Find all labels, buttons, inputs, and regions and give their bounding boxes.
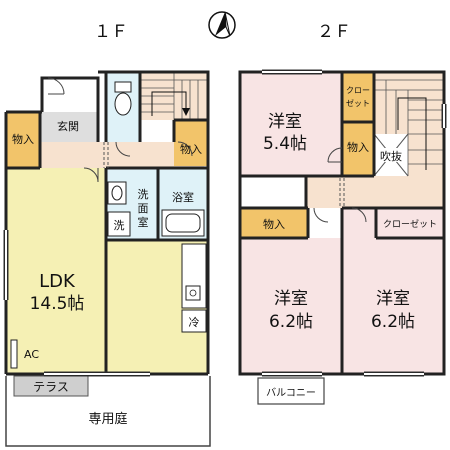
room-c-nook: [342, 208, 376, 238]
ac-unit-icon: [10, 339, 18, 369]
room-b-label: 洋室: [274, 289, 308, 309]
floor-label-2f: ２Ｆ: [317, 22, 351, 42]
entrance-step-area: [42, 78, 98, 112]
void-label: 吹抜: [380, 149, 402, 163]
storage-left-2f-label: 物入: [263, 217, 285, 231]
north-compass-icon: [208, 11, 236, 39]
balcony: [257, 377, 325, 405]
private-garden: [5, 376, 211, 447]
stairs-treads-1f: [140, 72, 208, 120]
sink-icon: [107, 181, 127, 205]
storage-right-1f-label: 物入: [180, 142, 202, 156]
storage-left-1f: [6, 112, 40, 168]
ac-label: AC: [24, 348, 39, 361]
floor-label-1f: １Ｆ: [94, 22, 128, 42]
floor-1f: 洗 洗 面 室 浴室 冷 AC 玄関 物入 物入 LDK: [3, 70, 211, 447]
washer-icon: [107, 211, 131, 237]
ldk-size: 14.5帖: [30, 294, 85, 314]
walls-1f: [4, 70, 210, 376]
garden-label: 専用庭: [88, 411, 127, 427]
storage-right-1f: [174, 120, 208, 166]
storage-left-2f: [240, 208, 308, 238]
kitchen-counter: [181, 243, 207, 309]
entrance-label: 玄関: [57, 119, 79, 133]
room-b-size: 6.2帖: [269, 312, 313, 332]
bathtub-icon: [161, 209, 205, 237]
room-b: [240, 238, 342, 374]
closet-small-label-1: クロー: [346, 86, 370, 95]
void-label-bg: [378, 148, 404, 162]
hallway-2f: [306, 176, 444, 208]
room-a-size: 5.4帖: [263, 134, 307, 154]
walls-2f: [238, 70, 446, 376]
ldk-room: [6, 168, 106, 374]
stair-arrow-2f: [397, 97, 427, 170]
room-c-label: 洋室: [376, 289, 410, 309]
balcony-label: バルコニー: [266, 387, 316, 399]
washer-label: 洗: [114, 219, 125, 232]
closet-small-label-2: ゼット: [346, 98, 370, 108]
doors-2f: [313, 147, 367, 223]
room-a: [240, 72, 342, 176]
windows-1f: [3, 230, 150, 377]
doors-1f: [47, 77, 193, 183]
windows-2f: [262, 69, 447, 377]
storage-left-1f-label: 物入: [12, 132, 34, 146]
room-c-size: 6.2帖: [371, 312, 415, 332]
room-a-label: 洋室: [268, 112, 302, 132]
washroom-label-3: 室: [138, 215, 149, 229]
closet-wide-label: クローゼット: [383, 218, 437, 230]
storage-mid-2f: [342, 122, 374, 176]
closet-small: [342, 72, 374, 122]
storage-mid-2f-label: 物入: [347, 140, 369, 154]
washroom-label-1: 洗: [138, 188, 149, 201]
toilet-icon: [114, 81, 132, 116]
washroom-label-2: 面: [138, 202, 149, 215]
stair-arrow-1f: [151, 91, 187, 116]
hallway-dashes-1f: [103, 142, 109, 168]
floor-2f: 吹抜: [238, 69, 447, 405]
ldk-label: LDK: [39, 271, 76, 292]
bathroom-label: 浴室: [172, 190, 194, 204]
stair-arrow-head-1f: [182, 108, 190, 116]
fridge-label: 冷: [189, 316, 200, 329]
fridge-icon: [181, 309, 207, 333]
entrance: [40, 112, 98, 142]
terrace-label: テラス: [33, 380, 69, 394]
